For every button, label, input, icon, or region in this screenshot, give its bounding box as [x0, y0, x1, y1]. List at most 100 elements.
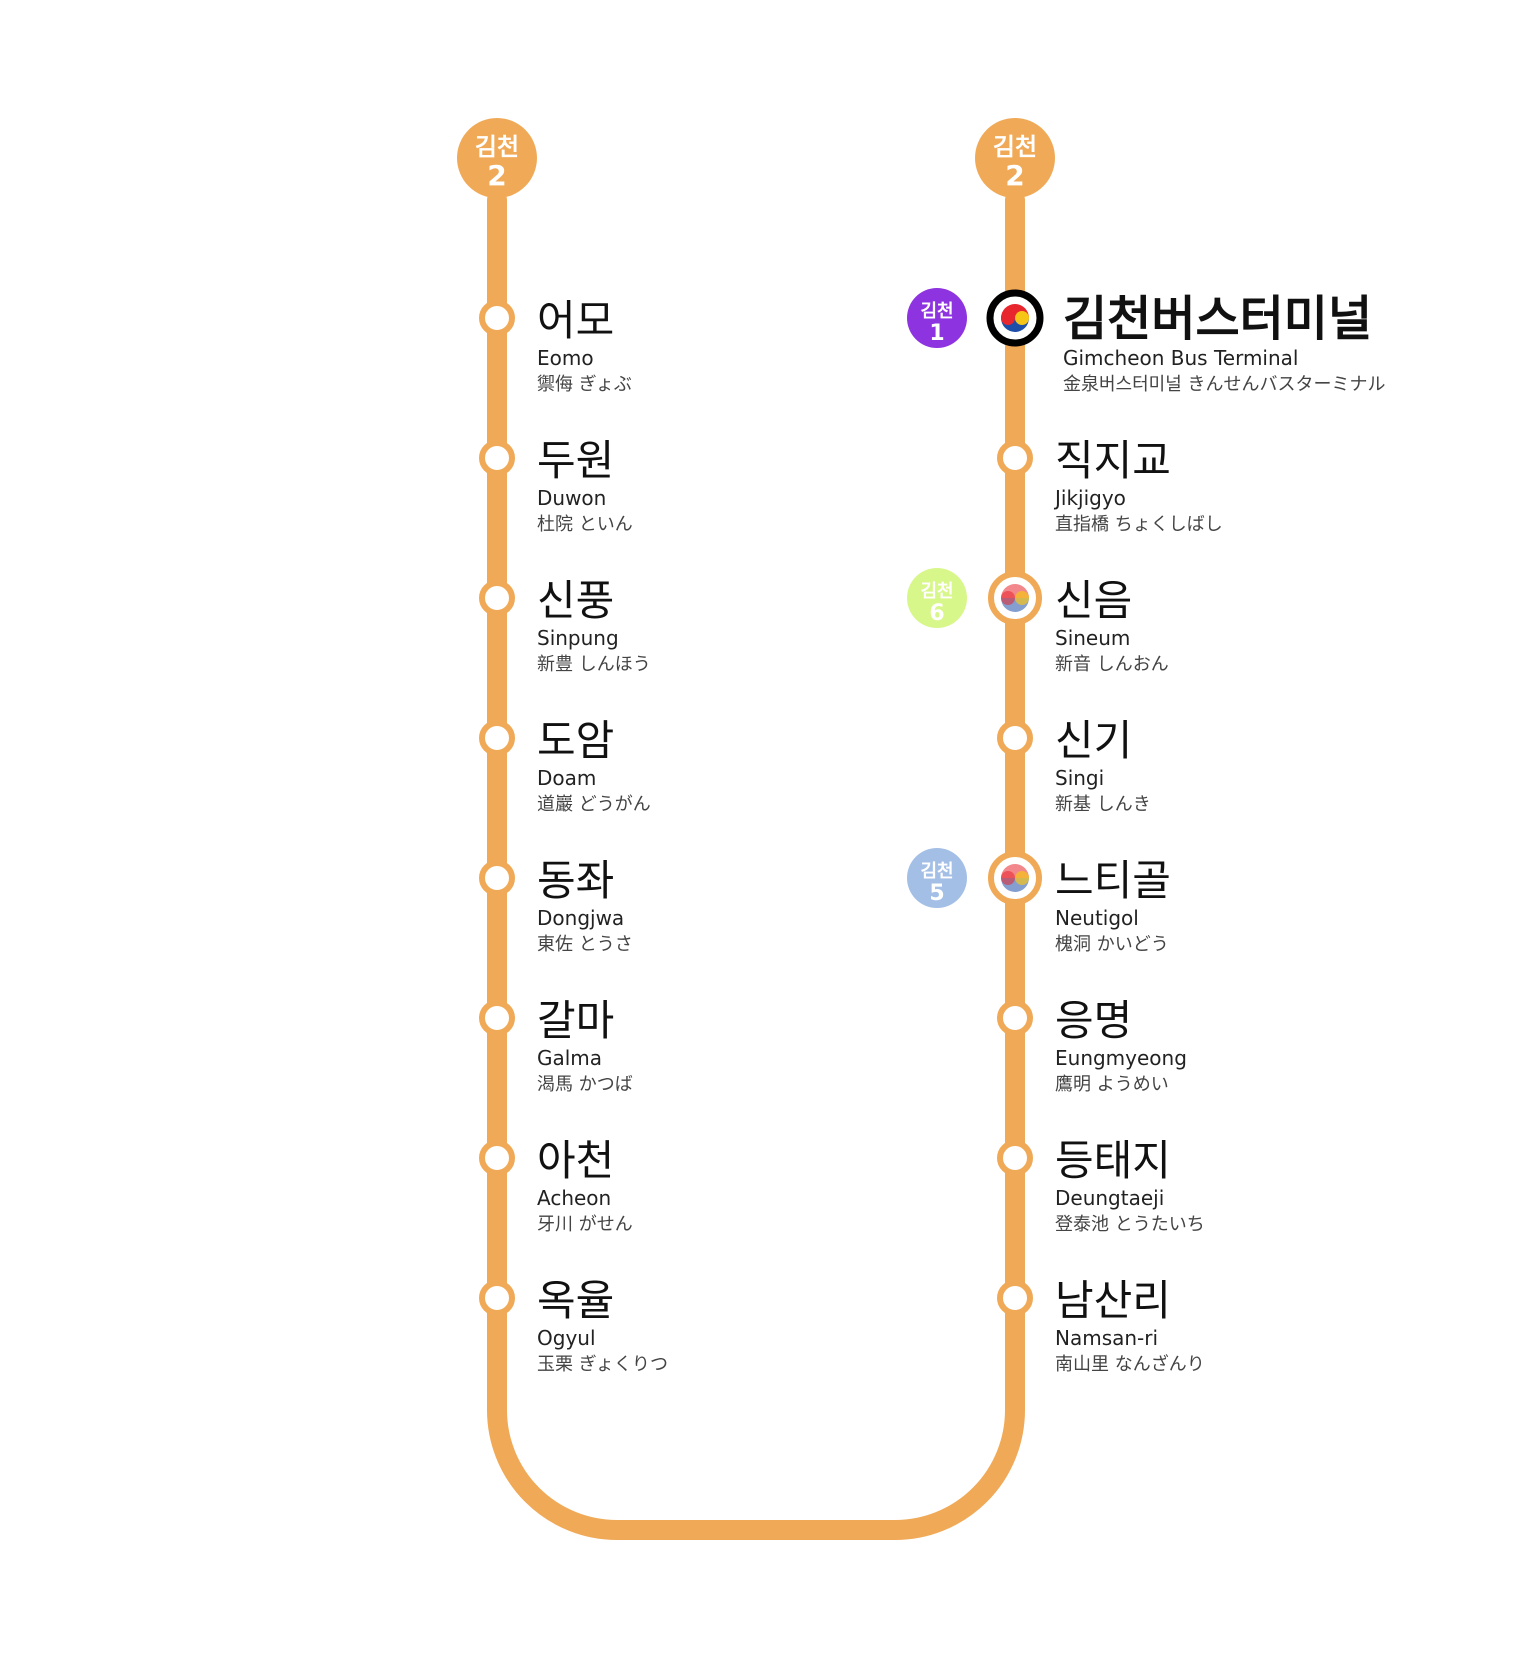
station-name-korean: 남산리: [1055, 1276, 1171, 1325]
station-name-japanese: 道巖 どうがん: [537, 794, 651, 815]
station-name-korean: 직지교: [1055, 436, 1171, 485]
station-name-japanese: 登泰池 とうたいち: [1055, 1214, 1205, 1235]
terminal-badge: 김천2: [975, 118, 1055, 198]
station-name-korean: 아천: [537, 1136, 614, 1185]
transfer-badge-line-name: 김천: [920, 861, 953, 882]
station-name-korean: 도암: [537, 716, 614, 765]
station-name-english: Ogyul: [537, 1326, 596, 1350]
station-name-english: Jikjigyo: [1053, 486, 1126, 510]
station-name-korean: 신음: [1055, 576, 1132, 625]
station-name-korean: 신풍: [537, 576, 614, 625]
station-name-korean: 신기: [1055, 716, 1132, 765]
terminal-badge-circle: [975, 118, 1055, 198]
station-name-korean: 옥율: [537, 1276, 614, 1325]
station-name-korean: 어모: [537, 296, 614, 345]
station-name-japanese: 杜院 といん: [537, 514, 633, 535]
taeguk-icon: [1001, 584, 1029, 612]
transfer-line-badge[interactable]: 김천1: [907, 288, 967, 348]
station-name-japanese: 東佐 とうさ: [537, 934, 633, 955]
station-name-english: Singi: [1055, 766, 1104, 790]
taeguk-icon: [1001, 864, 1029, 892]
terminal-badge-circle: [457, 118, 537, 198]
station-name-english: Gimcheon Bus Terminal: [1063, 346, 1298, 370]
station-marker: [997, 720, 1033, 756]
terminal-badge: 김천2: [457, 118, 537, 198]
station-marker: [997, 440, 1033, 476]
terminal-badge-line-number: 2: [487, 159, 506, 192]
station-name-japanese: 金泉버스터미널 きんせんバスターミナル: [1063, 374, 1386, 395]
station-marker: [997, 1140, 1033, 1176]
station-marker: [479, 720, 515, 756]
station-name-japanese: 玉栗 ぎょくりつ: [537, 1354, 668, 1375]
station-marker: [479, 580, 515, 616]
transfer-badge-circle: [907, 848, 967, 908]
station-name-english: Namsan-ri: [1055, 1326, 1158, 1350]
transfer-badge-circle: [907, 288, 967, 348]
station-marker: [479, 440, 515, 476]
station-name-korean: 갈마: [537, 996, 614, 1045]
station-marker: [479, 860, 515, 896]
taeguk-icon: [1001, 304, 1029, 332]
transfer-badge-line-number: 1: [929, 321, 944, 346]
station-name-english: Sinpung: [537, 626, 619, 650]
station-marker: [997, 1000, 1033, 1036]
station-marker: [479, 1000, 515, 1036]
station-name-japanese: 渴馬 かつば: [537, 1074, 633, 1095]
station-name-english: Eungmyeong: [1055, 1046, 1187, 1070]
station-name-japanese: 槐洞 かいどう: [1055, 934, 1169, 955]
transfer-badge-line-name: 김천: [920, 581, 953, 602]
station-name-korean: 느티골: [1055, 856, 1171, 905]
station-name-english: Dongjwa: [537, 906, 624, 930]
station-name-japanese: 直指橋 ちょくしばし: [1055, 514, 1223, 535]
station-name-korean: 김천버스터미널: [1063, 291, 1372, 347]
station-name-english: Neutigol: [1055, 906, 1139, 930]
terminal-badge-line-number: 2: [1005, 159, 1024, 192]
station-name-japanese: 南山里 なんざんり: [1055, 1353, 1205, 1375]
station-name-japanese: 鷹明 ようめい: [1055, 1073, 1169, 1095]
station-marker: [479, 1280, 515, 1316]
station-marker: [997, 1280, 1033, 1316]
station-name-english: Deungtaeji: [1055, 1186, 1164, 1210]
station-marker: [479, 1140, 515, 1176]
station-name-japanese: 牙川 がせん: [537, 1214, 633, 1235]
station-name-korean: 응명: [1055, 996, 1132, 1045]
station-name-japanese: 新音 しんおん: [1055, 654, 1169, 675]
transfer-line-badge[interactable]: 김천6: [907, 568, 967, 628]
line-2-track: [487, 190, 1025, 1540]
terminal-badge-line-name: 김천: [993, 133, 1037, 161]
transfer-badge-circle: [907, 568, 967, 628]
transfer-badge-line-name: 김천: [920, 301, 953, 322]
transfer-line-badge[interactable]: 김천5: [907, 848, 967, 908]
station-marker: [479, 300, 515, 336]
station-name-korean: 동좌: [537, 856, 614, 905]
station-name-english: Eomo: [537, 346, 594, 370]
station-name-english: Duwon: [537, 486, 606, 510]
station-name-english: Sineum: [1055, 626, 1130, 650]
transfer-badge-line-number: 5: [929, 881, 944, 906]
station-name-english: Doam: [537, 766, 596, 790]
station-name-english: Galma: [537, 1046, 602, 1070]
station-name-japanese: 新豊 しんほう: [537, 654, 651, 675]
terminal-badge-line-name: 김천: [475, 133, 519, 161]
